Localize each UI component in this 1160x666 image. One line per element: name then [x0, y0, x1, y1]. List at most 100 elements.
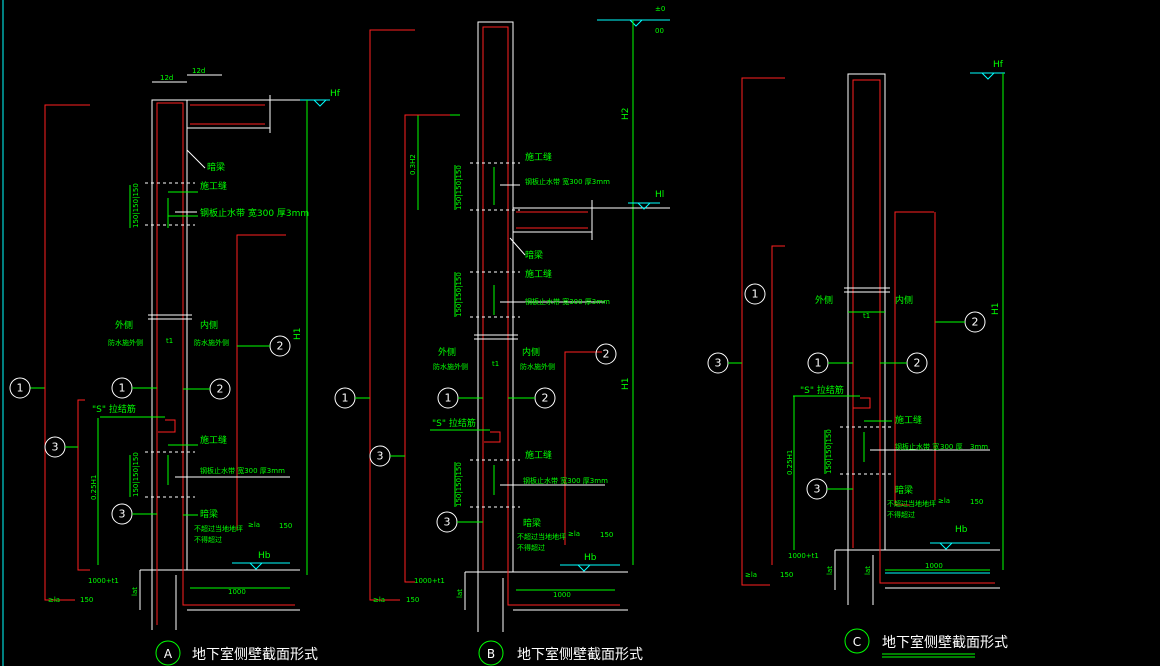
dim150-b-l: 150	[406, 596, 419, 604]
lae-a-r: ≥la	[248, 521, 260, 529]
callout-c-1-inner-label: 1	[815, 357, 822, 370]
const-joint-c: 施工缝	[895, 414, 922, 426]
t1-a: t1	[166, 337, 173, 345]
waterstop-c: 钢板止水带 宽	[895, 442, 939, 451]
inner-c: 内侧	[895, 294, 913, 306]
callout-c-3-outer-label: 3	[715, 357, 722, 370]
lae-c-r: ≥la	[938, 497, 950, 505]
hb-c: Hb	[955, 525, 968, 535]
waterstop-b1: 钢板止水带 宽300 厚3mm	[525, 177, 610, 186]
dark-beam-a: 暗梁	[200, 508, 218, 520]
dark-beam-b: 暗梁	[523, 517, 541, 529]
const-joint-a2: 施工缝	[200, 434, 227, 446]
wp-in-b: 防水施外侧	[520, 362, 555, 371]
waterstop-a1: 钢板止水带 宽300 厚3mm	[200, 207, 309, 219]
dim-12d-a: 12d	[160, 74, 173, 82]
lat-a: lat	[131, 587, 139, 596]
callout-c-2-inner-label: 2	[914, 357, 921, 370]
hl-b: Hl	[655, 190, 664, 200]
caption-c-key: C	[853, 635, 861, 649]
hb-a: Hb	[258, 551, 271, 561]
dims-b-b: 150|150|150	[455, 272, 463, 317]
pm0-b: ±0	[655, 5, 665, 13]
const-joint-b3: 施工缝	[525, 449, 552, 461]
waterstop-a2: 钢板止水带 宽300 厚3mm	[200, 466, 285, 475]
dims-a2: 150|150|150	[132, 452, 140, 497]
callout-b-1-inner-label: 1	[445, 392, 452, 405]
dim1000-b: 1000	[553, 591, 571, 599]
callout-b-3-outer-label: 3	[377, 450, 384, 463]
dim150-b-r: 150	[600, 531, 613, 539]
callout-c-1-outer-label: 1	[752, 288, 759, 301]
lae-b-r: ≥la	[568, 530, 580, 538]
s-stop-c: "S" 拉结筋	[800, 384, 844, 396]
waterstop-t-c: 3mm	[970, 443, 988, 451]
caption-c-badge	[844, 628, 870, 654]
caption-a-key: A	[164, 647, 173, 661]
callout-a-2-inner-label: 2	[217, 383, 224, 396]
wp-in-a: 防水施外侧	[194, 338, 229, 347]
note1-c: 不超过当地地坪	[887, 499, 936, 508]
lat-c2: lat	[864, 566, 872, 575]
dim1000-c: 1000	[925, 562, 943, 570]
callout-a-3-inner-label: 3	[119, 508, 126, 521]
dim1000-a: 1000	[228, 588, 246, 596]
waterstop-b2: 钢板止水带 宽300 厚3mm	[525, 297, 610, 306]
t1-b: t1	[492, 360, 499, 368]
ratio-a: 0.25H1	[90, 475, 98, 500]
dim150-c-l: 150	[780, 571, 793, 579]
lae-a-l: ≥la	[48, 596, 60, 604]
caption-a-badge	[155, 640, 181, 666]
callout-a-1-outer	[9, 377, 31, 399]
section-a: 12d 12d Hf H1 暗梁 施工缝 钢板止水带 宽300 厚3mm 150…	[9, 67, 341, 666]
callout-b-1-outer-label: 1	[342, 392, 349, 405]
const-joint-b2: 施工缝	[525, 268, 552, 280]
h1-b: H1	[621, 378, 631, 391]
dim-12d-b: 12d	[192, 67, 205, 75]
waterstop-b3: 钢板止水带 宽300 厚3mm	[523, 476, 608, 485]
caption-b-badge	[478, 640, 504, 666]
outer-c: 外侧	[815, 294, 833, 306]
ratio-top-b: 0.3H2	[409, 154, 417, 175]
t1-c: t1	[863, 312, 870, 320]
hf-a: Hf	[330, 89, 341, 99]
lae-b-l: ≥la	[373, 596, 385, 604]
callout-b-2-inner-label: 2	[542, 392, 549, 405]
lae-c-l: ≥la	[745, 571, 757, 579]
callout-b-2-outer-label: 2	[603, 348, 610, 361]
wall-b-rebar	[482, 26, 509, 570]
crack-a: 暗梁	[207, 161, 225, 173]
caption-b: 地下室侧壁截面形式	[517, 646, 643, 663]
dim150-a-r: 150	[279, 522, 292, 530]
callout-c-1-outer	[744, 283, 766, 305]
hb-b: Hb	[584, 553, 597, 563]
dims-b-a: 150|150|150	[455, 165, 463, 210]
waterstop-w-c: 300 厚	[940, 443, 963, 451]
callout-a-1-outer-label: 1	[17, 382, 24, 395]
dims-b-c: 150|150|150	[455, 462, 463, 507]
outer-a: 外侧	[115, 319, 133, 331]
wp-out-b: 防水施外侧	[433, 362, 468, 371]
callout-a-1-inner-label: 1	[119, 382, 126, 395]
s-stop-b: "S" 拉结筋	[432, 417, 476, 429]
callout-b-2-outer	[595, 343, 617, 365]
wp-out-a: 防水施外侧	[108, 338, 143, 347]
callout-a-2-outer-label: 2	[277, 340, 284, 353]
h1-a: H1	[293, 328, 303, 341]
lat-c: lat	[826, 566, 834, 575]
wall-a-rebar	[156, 102, 184, 565]
section-b: ±0 00 H2 0.3H2 施工缝 钢板止水带 宽300 厚3mm 150|1…	[334, 5, 670, 666]
dim1000t1-b: 1000+t1	[414, 577, 445, 585]
const-joint-a1: 施工缝	[200, 180, 227, 192]
dim150-a-l: 150	[80, 596, 93, 604]
crack-b: 暗梁	[525, 249, 543, 261]
const-joint-b1: 施工缝	[525, 151, 552, 163]
callout-c-3-inner-label: 3	[814, 483, 821, 496]
s-stop-a: "S" 拉结筋	[92, 403, 136, 415]
caption-b-key: B	[487, 647, 495, 661]
hf-c: Hf	[993, 60, 1004, 70]
caption-a: 地下室侧壁截面形式	[192, 646, 318, 663]
note1-b: 不超过当地地坪	[517, 532, 566, 541]
